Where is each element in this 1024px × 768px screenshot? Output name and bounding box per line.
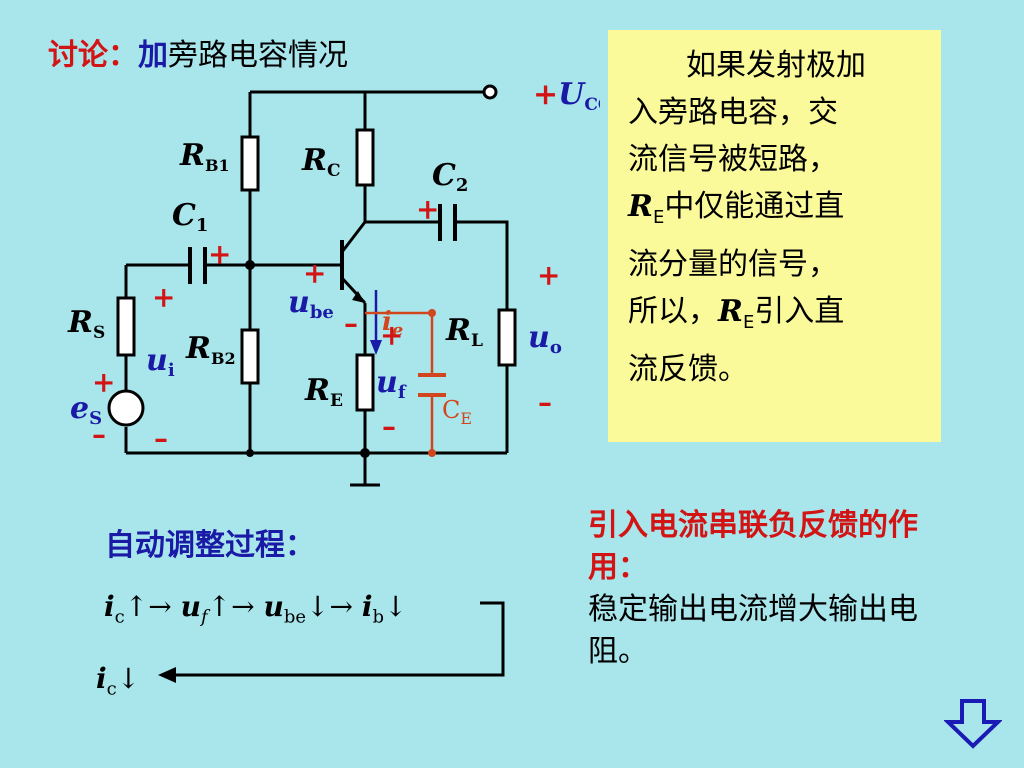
circuit-diagram: +UCC RB1 RC C2 C1 RS RB2 RE RL ui eS ube…	[67, 77, 600, 487]
note-line-1: 如果发射极加	[686, 48, 866, 83]
note-line-6: 所以，RE引入直	[628, 294, 845, 333]
es-label: eS	[70, 391, 102, 429]
rb1-label: RB1	[179, 138, 230, 175]
c1-label: C1	[172, 198, 208, 236]
down-arrow-icon[interactable]	[944, 698, 1002, 750]
ui-plus: +	[152, 281, 175, 314]
title-rest: 旁路电容情况	[168, 38, 348, 73]
title-discussion: 讨论：	[48, 38, 138, 73]
uf-minus: –	[382, 410, 396, 443]
c2-plus: +	[416, 193, 439, 226]
ui-minus: –	[154, 422, 168, 455]
es-plus: +	[92, 366, 115, 399]
rl-label: RL	[445, 313, 483, 351]
process-title: 自动调整过程：	[105, 528, 315, 563]
re-label: RE	[304, 373, 343, 411]
role-body: 稳定输出电流增大输出电阻。	[588, 592, 918, 669]
feedback-loop-arrow	[158, 601, 505, 683]
c2-label: C2	[432, 158, 468, 196]
es-minus: –	[92, 418, 106, 451]
ui-label: ui	[146, 343, 175, 381]
uo-label: uo	[528, 320, 562, 358]
process-result: ic↓	[96, 662, 141, 700]
note-line-3: 流信号被短路，	[628, 142, 838, 177]
ucc-label: +UCC	[533, 77, 600, 115]
page-title: 讨论：加旁路电容情况	[48, 30, 348, 74]
note-line-7: 流反馈。	[628, 352, 748, 387]
rc-label: RC	[301, 143, 340, 181]
role-heading: 引入电流串联负反馈的作用：	[588, 508, 918, 585]
ube-label: ube	[288, 285, 334, 323]
rb2-label: RB2	[185, 331, 236, 368]
ube-plus: +	[303, 257, 326, 290]
title-add: 加	[138, 38, 168, 73]
ube-minus: –	[344, 307, 358, 340]
c1-plus: +	[208, 238, 231, 271]
note-line-4: RE中仅能通过直	[628, 189, 845, 228]
uo-plus: +	[537, 259, 560, 292]
note-line-2: 入旁路电容，交	[628, 95, 838, 130]
ie-label: ie	[382, 307, 403, 341]
uo-minus: –	[538, 386, 552, 419]
process-chain: ic↑→ uf↑→ ube↓→ ib↓	[104, 590, 408, 628]
explanation-note: 如果发射极加 入旁路电容，交 流信号被短路， RE中仅能通过直 流分量的信号， …	[608, 30, 941, 442]
rs-label: RS	[67, 305, 105, 343]
ce-label: CE	[442, 396, 472, 428]
feedback-role: 引入电流串联负反馈的作用： 稳定输出电流增大输出电阻。	[588, 505, 918, 673]
uf-label: uf	[376, 365, 407, 403]
note-line-5: 流分量的信号，	[628, 247, 838, 282]
uf-plus: +	[380, 319, 403, 352]
